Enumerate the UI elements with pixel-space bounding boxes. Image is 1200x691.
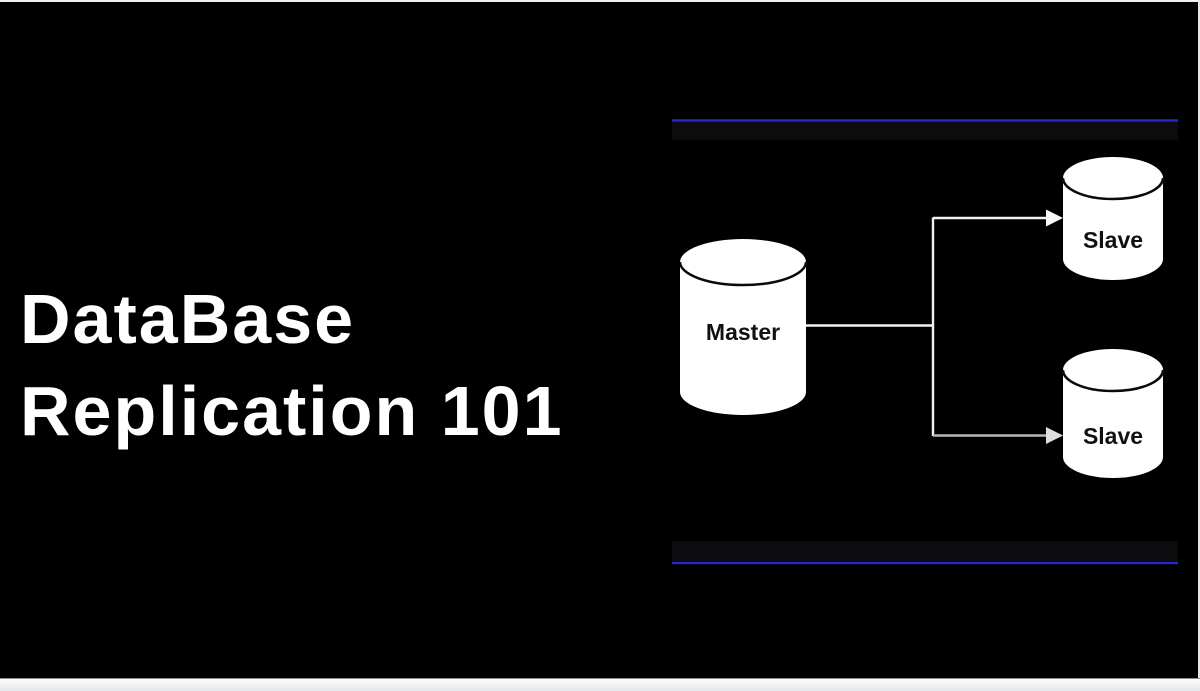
- arrowhead-slave-bottom: [1046, 427, 1063, 444]
- diagram-top-band: [672, 122, 1178, 140]
- page-title: DataBase Replication 101: [20, 273, 564, 457]
- title-line-1: DataBase: [20, 280, 356, 358]
- slave-bottom-label: Slave: [1083, 423, 1143, 449]
- page-top-edge: [0, 0, 1200, 2]
- master-label: Master: [706, 319, 780, 345]
- slave-bottom-cylinder-lip: [1061, 369, 1165, 393]
- slave-top-cylinder-shape: [1063, 157, 1163, 280]
- title-line-2: Replication 101: [20, 372, 564, 450]
- arrowhead-slave-top: [1046, 209, 1063, 227]
- diagram-bottom-band: [672, 541, 1178, 561]
- slave-top-label: Slave: [1083, 227, 1143, 253]
- page-right-edge: [1198, 0, 1200, 691]
- slave-bottom-cylinder-shape: [1063, 349, 1163, 478]
- page-bottom-strip: [0, 678, 1200, 691]
- slave-top-cylinder-lip: [1061, 177, 1165, 201]
- node-slave-bottom: Slave: [1061, 349, 1165, 478]
- master-cylinder-lip: [678, 261, 808, 287]
- node-master: Master: [678, 239, 808, 415]
- node-slave-top: Slave: [1061, 157, 1165, 280]
